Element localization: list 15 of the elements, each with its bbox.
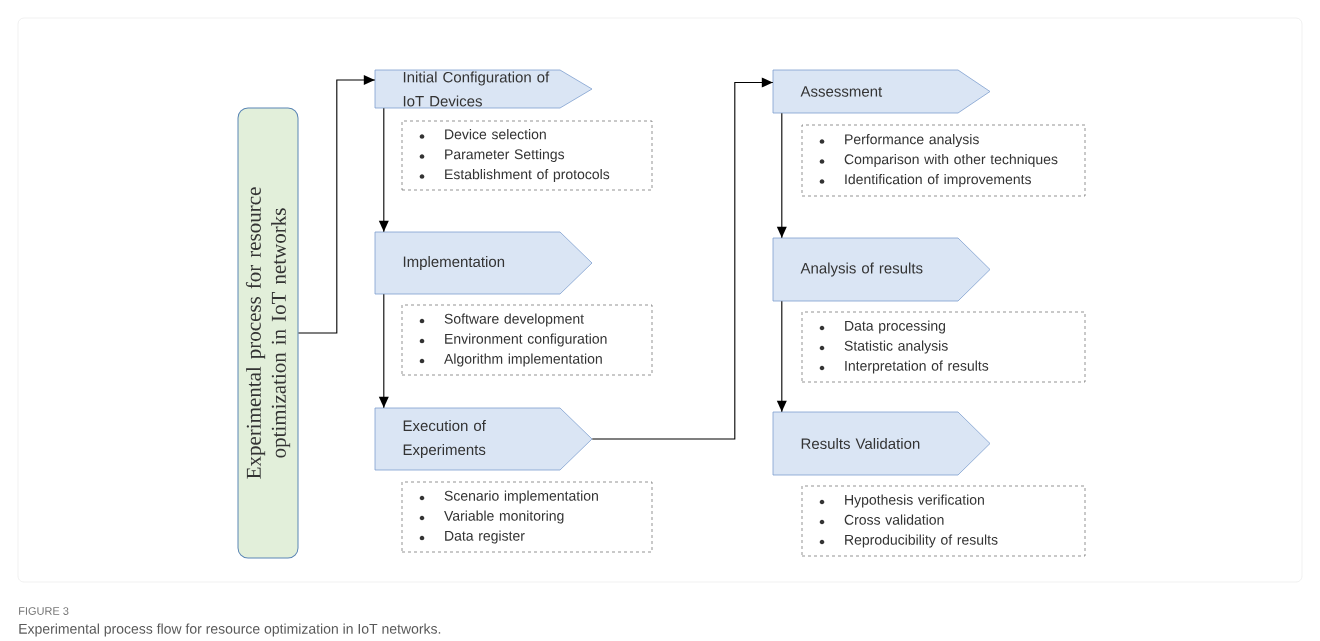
bullet-list: Hypothesis verification Cross validation Reproducibility of results (801, 485, 1086, 557)
bullet-list: Scenario implementation Variable monitoring Data register (401, 481, 653, 553)
arrow (776, 300, 787, 413)
arrow (776, 112, 787, 239)
caption: Experimental process flow for resource optimization in IoT networks. (19, 623, 441, 637)
figure-number: FIGURE 3 (19, 607, 69, 615)
arrow (297, 75, 376, 334)
title-panel: Experimental process for resource optimization in IoT networks (237, 107, 299, 559)
bullet-list: Performance analysis Comparison with other techniques Identification of improvements (801, 124, 1086, 197)
arrow (378, 293, 389, 409)
arrow (591, 77, 774, 440)
bullet-list: Software development Environment configuration Algorithm implementation (401, 304, 653, 376)
bullet-list: Data processing Statistic analysis Interpretation of results (801, 311, 1086, 383)
arrow (378, 107, 389, 233)
bullet-list: Device selection Parameter Settings Establishment of protocols (401, 120, 653, 191)
